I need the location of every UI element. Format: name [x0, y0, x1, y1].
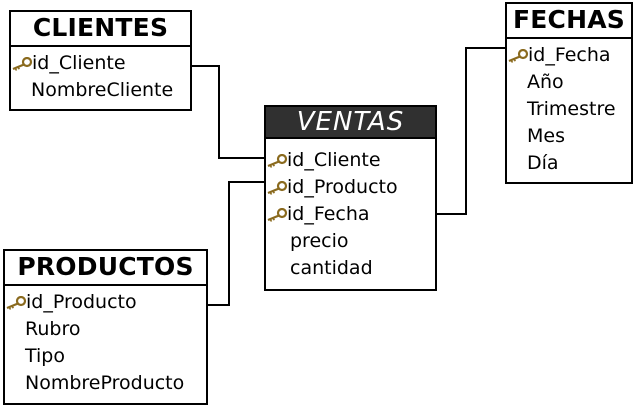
fechas-field-trimestre[interactable]: Trimestre	[507, 96, 631, 123]
field-name: precio	[290, 230, 349, 252]
key-icon	[267, 208, 288, 222]
fechas-field-anio[interactable]: Año	[507, 69, 631, 96]
ventas-field-list: id_Cliente id_Producto id_Fecha precio	[266, 139, 435, 282]
field-name: Rubro	[25, 318, 81, 340]
productos-field-nombre-producto[interactable]: NombreProducto	[5, 370, 206, 397]
clientes-field-list: id_Cliente NombreCliente	[11, 47, 190, 104]
fechas-field-dia[interactable]: Día	[507, 150, 631, 177]
ventas-field-cantidad[interactable]: cantidad	[266, 255, 435, 282]
ventas-field-id-cliente[interactable]: id_Cliente	[266, 147, 435, 174]
ventas-field-id-fecha[interactable]: id_Fecha	[266, 201, 435, 228]
key-icon	[267, 154, 288, 168]
ventas-table[interactable]: VENTAS id_Cliente id_Producto	[264, 105, 437, 291]
fechas-field-id-fecha[interactable]: id_Fecha	[507, 42, 631, 69]
fechas-field-list: id_Fecha Año Trimestre Mes Día	[507, 39, 631, 177]
key-icon	[12, 57, 33, 71]
productos-table-title: PRODUCTOS	[5, 251, 206, 286]
field-name: Día	[527, 152, 559, 174]
key-icon	[267, 181, 288, 195]
field-name: id_Fecha	[287, 203, 370, 225]
fechas-table[interactable]: FECHAS id_Fecha Año Trimestre Mes Día	[505, 2, 633, 184]
connector-ventas-fechas	[436, 47, 506, 215]
key-icon	[508, 49, 529, 63]
field-name: id_Producto	[287, 176, 398, 198]
clientes-table-title: CLIENTES	[11, 12, 190, 47]
field-name: Tipo	[25, 345, 65, 367]
field-name: Año	[527, 71, 564, 93]
clientes-table[interactable]: CLIENTES id_Cliente NombreCliente	[9, 10, 192, 111]
field-name: NombreCliente	[31, 79, 174, 101]
field-name: id_Cliente	[32, 52, 126, 74]
productos-field-list: id_Producto Rubro Tipo NombreProducto	[5, 286, 206, 397]
ventas-field-id-producto[interactable]: id_Producto	[266, 174, 435, 201]
field-name: id_Producto	[26, 291, 137, 313]
productos-table[interactable]: PRODUCTOS id_Producto Rubro Tipo NombreP…	[3, 249, 208, 405]
fechas-table-title: FECHAS	[507, 4, 631, 39]
field-name: Mes	[527, 125, 565, 147]
field-name: cantidad	[290, 257, 373, 279]
productos-field-tipo[interactable]: Tipo	[5, 343, 206, 370]
clientes-field-nombre-cliente[interactable]: NombreCliente	[11, 77, 190, 104]
clientes-field-id-cliente[interactable]: id_Cliente	[11, 50, 190, 77]
ventas-table-title: VENTAS	[266, 107, 435, 139]
ventas-field-precio[interactable]: precio	[266, 228, 435, 255]
fechas-field-mes[interactable]: Mes	[507, 123, 631, 150]
productos-field-rubro[interactable]: Rubro	[5, 316, 206, 343]
field-name: NombreProducto	[25, 372, 185, 394]
productos-field-id-producto[interactable]: id_Producto	[5, 289, 206, 316]
connector-clientes-ventas	[190, 65, 266, 159]
field-name: id_Fecha	[528, 44, 611, 66]
key-icon	[6, 296, 27, 310]
connector-productos-ventas	[208, 181, 266, 306]
field-name: Trimestre	[527, 98, 616, 120]
field-name: id_Cliente	[287, 149, 381, 171]
